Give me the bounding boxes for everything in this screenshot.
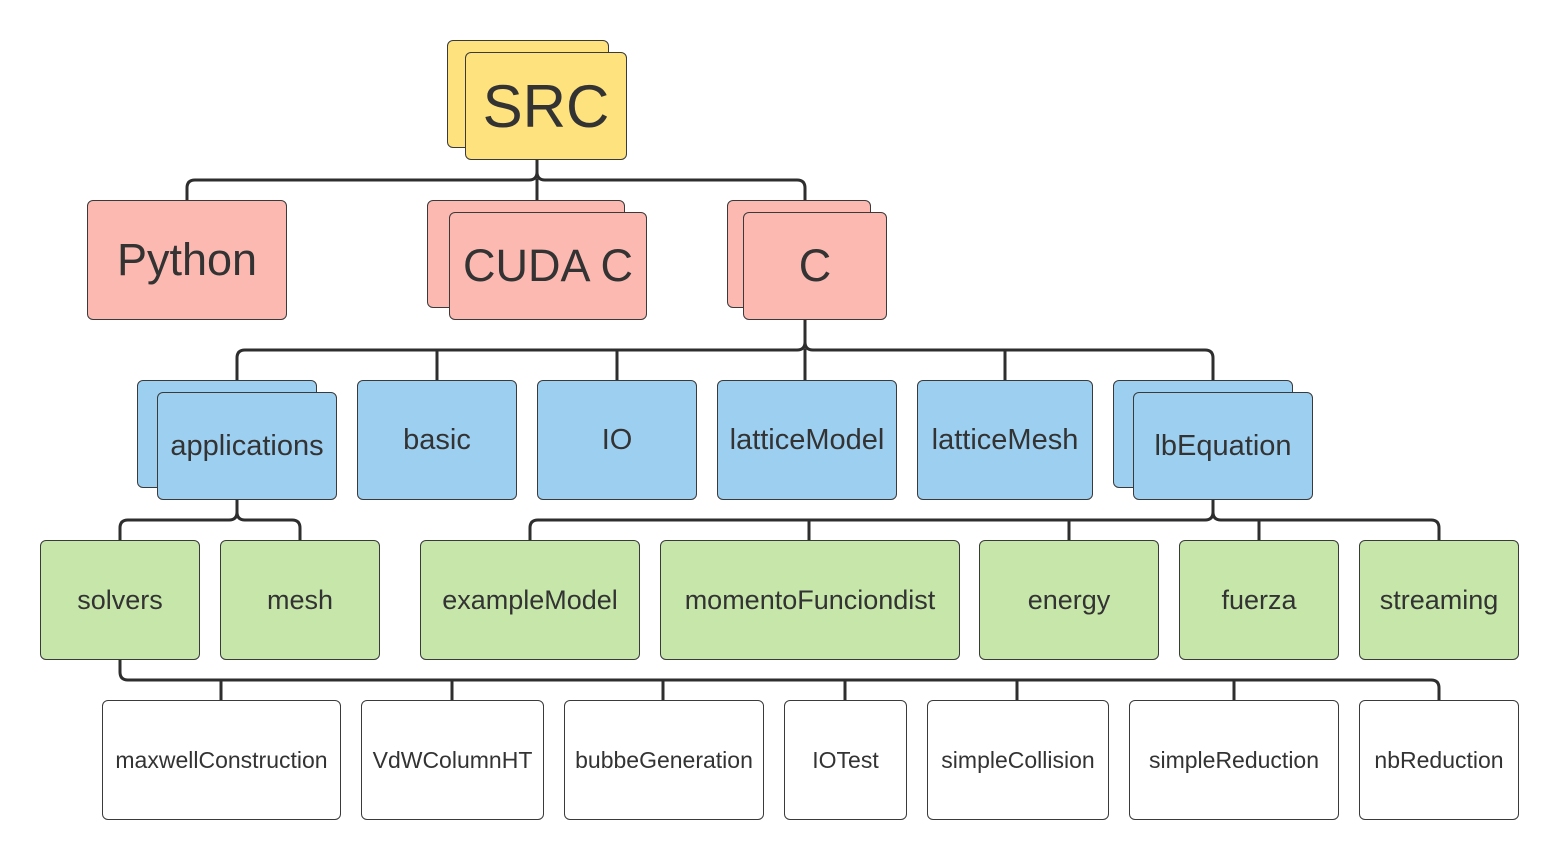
vdw-column-ht-label: VdWColumnHT xyxy=(372,746,533,773)
lattice-model-label: latticeModel xyxy=(729,423,885,456)
lattice-model-node: latticeModel xyxy=(717,380,897,500)
applications-node: applications xyxy=(157,392,337,500)
io-test-label: IOTest xyxy=(812,746,879,773)
connector-src-languages xyxy=(185,158,807,212)
solvers-label: solvers xyxy=(77,584,163,615)
mesh-node: mesh xyxy=(220,540,380,660)
lattice-mesh-label: latticeMesh xyxy=(931,423,1079,456)
simple-collision-label: simpleCollision xyxy=(941,746,1095,773)
lb-equation-node: lbEquation xyxy=(1133,392,1313,500)
streaming-label: streaming xyxy=(1379,584,1499,615)
python-label: Python xyxy=(116,234,258,285)
nb-reduction-node: nbReduction xyxy=(1359,700,1519,820)
maxwell-construction-node: maxwellConstruction xyxy=(102,700,341,820)
momento-funciondist-label: momentoFunciondist xyxy=(684,584,936,615)
solvers-node: solvers xyxy=(40,540,200,660)
simple-collision-node: simpleCollision xyxy=(927,700,1109,820)
bubbe-generation-node: bubbeGeneration xyxy=(564,700,764,820)
io-test-node: IOTest xyxy=(784,700,907,820)
src-label: SRC xyxy=(482,72,610,140)
cuda-c-node: CUDA C xyxy=(449,212,647,320)
momento-funciondist-node: momentoFunciondist xyxy=(660,540,960,660)
cuda-c-label: CUDA C xyxy=(462,240,634,291)
example-model-node: exampleModel xyxy=(420,540,640,660)
src-node: SRC xyxy=(465,52,627,160)
connector-lbequation-children xyxy=(528,498,1441,542)
basic-label: basic xyxy=(403,423,471,456)
connector-c-modules xyxy=(235,318,1215,382)
mesh-label: mesh xyxy=(266,584,334,615)
c-node: C xyxy=(743,212,887,320)
energy-label: energy xyxy=(1027,584,1111,615)
connector-solvers-children xyxy=(118,658,1441,702)
streaming-node: streaming xyxy=(1359,540,1519,660)
lb-equation-label: lbEquation xyxy=(1154,429,1292,462)
fuerza-label: fuerza xyxy=(1221,584,1297,615)
bubbe-generation-label: bubbeGeneration xyxy=(575,746,753,773)
simple-reduction-node: simpleReduction xyxy=(1129,700,1339,820)
basic-node: basic xyxy=(357,380,517,500)
python-node: Python xyxy=(87,200,287,320)
maxwell-construction-label: maxwellConstruction xyxy=(115,746,328,773)
io-label: IO xyxy=(601,423,633,456)
applications-label: applications xyxy=(170,429,324,462)
c-label: C xyxy=(798,240,832,291)
energy-node: energy xyxy=(979,540,1159,660)
fuerza-node: fuerza xyxy=(1179,540,1339,660)
connector-applications-children xyxy=(118,498,302,542)
example-model-label: exampleModel xyxy=(442,584,618,615)
io-node: IO xyxy=(537,380,697,500)
simple-reduction-label: simpleReduction xyxy=(1148,746,1320,773)
vdw-column-ht-node: VdWColumnHT xyxy=(361,700,544,820)
lattice-mesh-node: latticeMesh xyxy=(917,380,1093,500)
nb-reduction-label: nbReduction xyxy=(1374,746,1504,773)
